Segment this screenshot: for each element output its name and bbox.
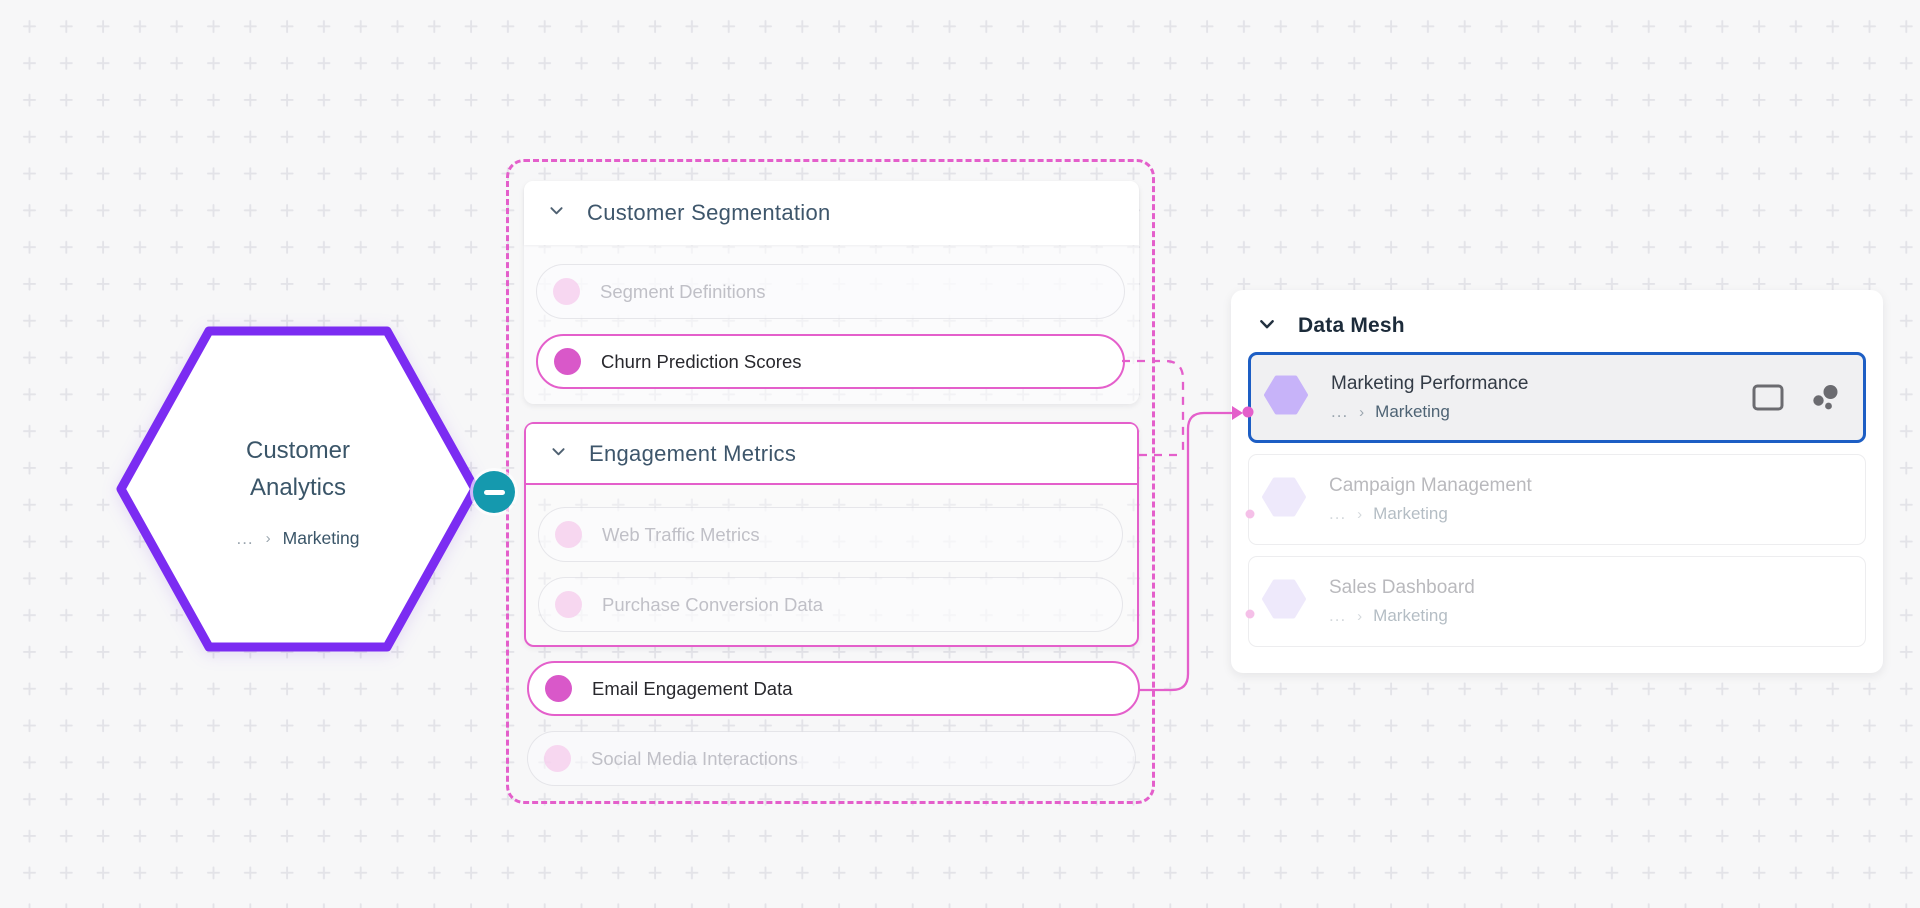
asset-dot-icon [553,278,580,305]
breadcrumb-domain[interactable]: Marketing [1375,402,1450,421]
asset-pill-web-traffic-metrics[interactable]: Web Traffic Metrics [538,507,1123,562]
asset-label: Churn Prediction Scores [601,350,802,372]
node-customer-analytics[interactable]: Customer Analytics ... › Marketing [112,322,484,656]
group-body: Web Traffic Metrics Purchase Conversion … [526,485,1137,632]
asset-label: Segment Definitions [600,280,766,302]
group-title: Engagement Metrics [589,440,797,466]
hexagon-icon [1261,578,1307,625]
chevron-right-icon: › [1357,607,1363,625]
breadcrumb: ... › Marketing [1331,402,1751,422]
browser-window-icon[interactable] [1751,381,1785,415]
asset-dot-icon [545,675,572,702]
chevron-down-icon[interactable] [548,202,565,224]
row-actions [1751,381,1843,415]
breadcrumb: ... › Marketing [178,528,418,549]
mesh-row-campaign-management[interactable]: Campaign Management ... › Marketing [1248,454,1866,545]
data-mesh-panel: Data Mesh Marketing Performance ... › Ma… [1231,290,1883,673]
chevron-right-icon: › [1357,505,1363,523]
row-text: Marketing Performance ... › Marketing [1331,373,1751,422]
asset-pill-social-media-interactions[interactable]: Social Media Interactions [527,731,1136,786]
asset-label: Social Media Interactions [591,747,798,769]
group-card-customer-segmentation: Customer Segmentation Segment Definition… [524,181,1139,404]
row-text: Campaign Management ... › Marketing [1329,475,1845,524]
node-title-line2: Analytics [249,474,347,501]
breadcrumb-ellipsis: ... [1329,504,1347,523]
group-header-engagement-metrics[interactable]: Engagement Metrics [526,424,1137,485]
row-title: Campaign Management [1329,475,1532,496]
row-title: Marketing Performance [1331,373,1529,394]
chevron-right-icon: › [265,530,271,547]
asset-dot-icon [555,521,582,548]
asset-pill-purchase-conversion-data[interactable]: Purchase Conversion Data [538,577,1123,632]
breadcrumb: ... › Marketing [1329,504,1845,524]
breadcrumb-domain: Marketing [1373,504,1448,523]
breadcrumb-domain: Marketing [1373,606,1448,625]
asset-dot-icon [544,745,571,772]
group-title: Customer Segmentation [587,200,831,225]
hexagon-icon [1261,476,1307,523]
asset-dot-icon [555,591,582,618]
breadcrumb-ellipsis: ... [1329,606,1347,625]
group-card-engagement-metrics: Engagement Metrics Web Traffic Metrics P… [524,422,1139,647]
breadcrumb-ellipsis[interactable]: ... [236,528,254,548]
chevron-down-icon[interactable] [1258,315,1276,338]
breadcrumb: ... › Marketing [1329,606,1845,626]
row-title: Sales Dashboard [1329,577,1475,598]
collapse-node-button[interactable] [473,471,515,513]
data-mesh-header[interactable]: Data Mesh [1248,290,1866,352]
asset-pill-email-engagement-data[interactable]: Email Engagement Data [527,661,1140,716]
asset-dot-icon [554,348,581,375]
node-text: Customer Analytics ... › Marketing [178,432,418,549]
node-title-line1: Customer [245,437,351,464]
minus-icon [483,489,505,495]
mesh-row-marketing-performance[interactable]: Marketing Performance ... › Marketing [1248,352,1866,443]
asset-label: Purchase Conversion Data [602,593,824,615]
asset-pill-segment-definitions[interactable]: Segment Definitions [536,264,1125,319]
group-header-customer-segmentation[interactable]: Customer Segmentation [524,181,1139,245]
mesh-row-sales-dashboard[interactable]: Sales Dashboard ... › Marketing [1248,556,1866,647]
panel-title: Data Mesh [1298,314,1405,337]
breadcrumb-domain[interactable]: Marketing [282,528,360,548]
chevron-down-icon[interactable] [550,443,567,465]
row-text: Sales Dashboard ... › Marketing [1329,577,1845,626]
asset-label: Web Traffic Metrics [602,523,760,545]
asset-pill-churn-prediction-scores[interactable]: Churn Prediction Scores [536,334,1125,389]
chevron-right-icon: › [1359,403,1365,421]
hexagon-icon [1263,374,1309,421]
group-body: Segment Definitions Churn Prediction Sco… [524,245,1139,389]
bubble-cluster-icon[interactable] [1809,381,1843,415]
breadcrumb-ellipsis[interactable]: ... [1331,402,1349,421]
asset-label: Email Engagement Data [592,677,793,699]
